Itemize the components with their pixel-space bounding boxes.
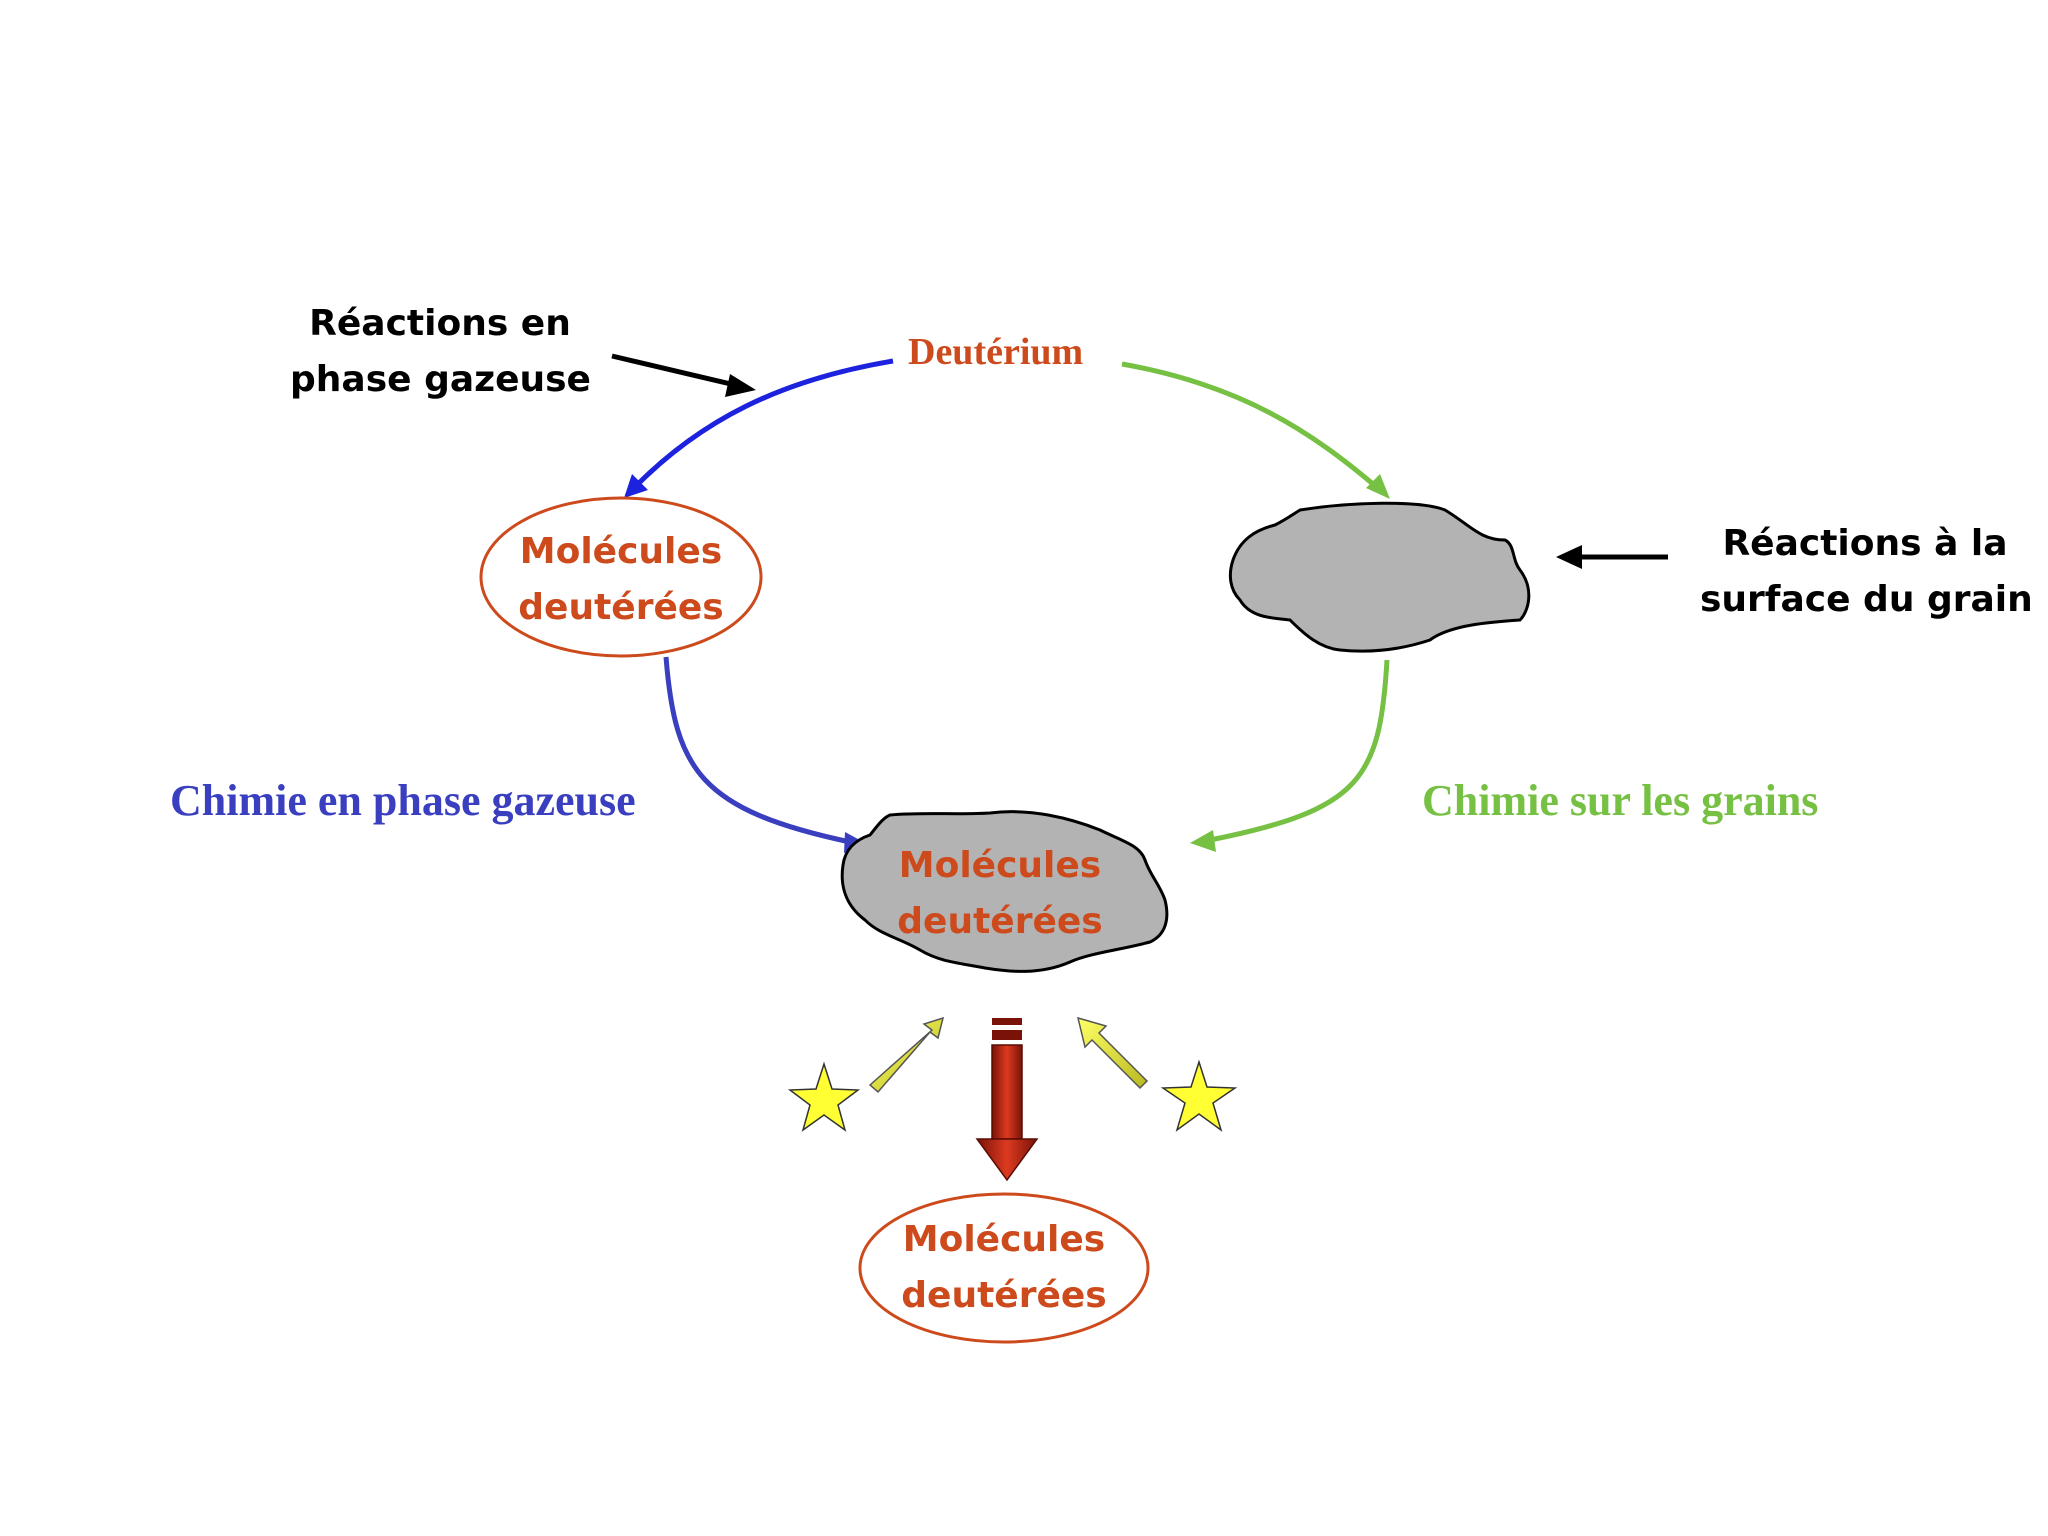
dust-grain-molecules-icon [840, 810, 1169, 973]
gas-reactions-label: Réactions en phase gazeuse [290, 296, 591, 408]
released-molecules-ellipse [858, 1192, 1150, 1344]
gas-molecules-line1: Molécules [519, 531, 723, 572]
gas-reactions-label-line1: Réactions en [309, 303, 571, 344]
gas-phase-arrow-bottom [663, 656, 869, 853]
grain-molecules-line2: deutérées [897, 901, 1103, 942]
grain-arrow-top [1121, 361, 1390, 499]
stellar-radiation-arrow-right [1076, 1016, 1149, 1090]
grain-molecules-line1: Molécules [898, 845, 1102, 886]
grain-chemistry-label: Chimie sur les grains [1422, 776, 1819, 825]
gas-reactions-label-line2: phase gazeuse [290, 359, 591, 400]
gas-molecules-text: Molécules deutérées [501, 524, 741, 636]
dust-grain-icon [1228, 501, 1531, 653]
deuterium-label: Deutérium [908, 331, 1084, 373]
released-molecules-line2: deutérées [901, 1275, 1107, 1316]
surface-reactions-label: Réactions à la surface du grain [1700, 516, 2033, 628]
gas-reactions-pointer-arrow [611, 353, 756, 397]
desorption-arrow [975, 1018, 1039, 1182]
stellar-radiation-arrow-left [868, 1016, 945, 1094]
released-molecules-line1: Molécules [902, 1219, 1106, 1260]
grain-molecules-text: Molécules deutérées [880, 838, 1120, 950]
surface-reactions-pointer-arrow [1556, 545, 1668, 569]
grain-arrow-bottom [1190, 659, 1390, 852]
gas-molecules-line2: deutérées [518, 587, 724, 628]
released-molecules-text: Molécules deutérées [884, 1212, 1124, 1324]
star-icon-left [787, 1061, 861, 1132]
gas-phase-arrow-top [624, 358, 894, 498]
surface-reactions-label-line2: surface du grain [1700, 579, 2033, 620]
surface-reactions-label-line1: Réactions à la [1722, 523, 2008, 564]
gas-molecules-ellipse [479, 496, 763, 658]
star-icon-right [1160, 1059, 1238, 1132]
gas-chemistry-label: Chimie en phase gazeuse [170, 776, 636, 825]
